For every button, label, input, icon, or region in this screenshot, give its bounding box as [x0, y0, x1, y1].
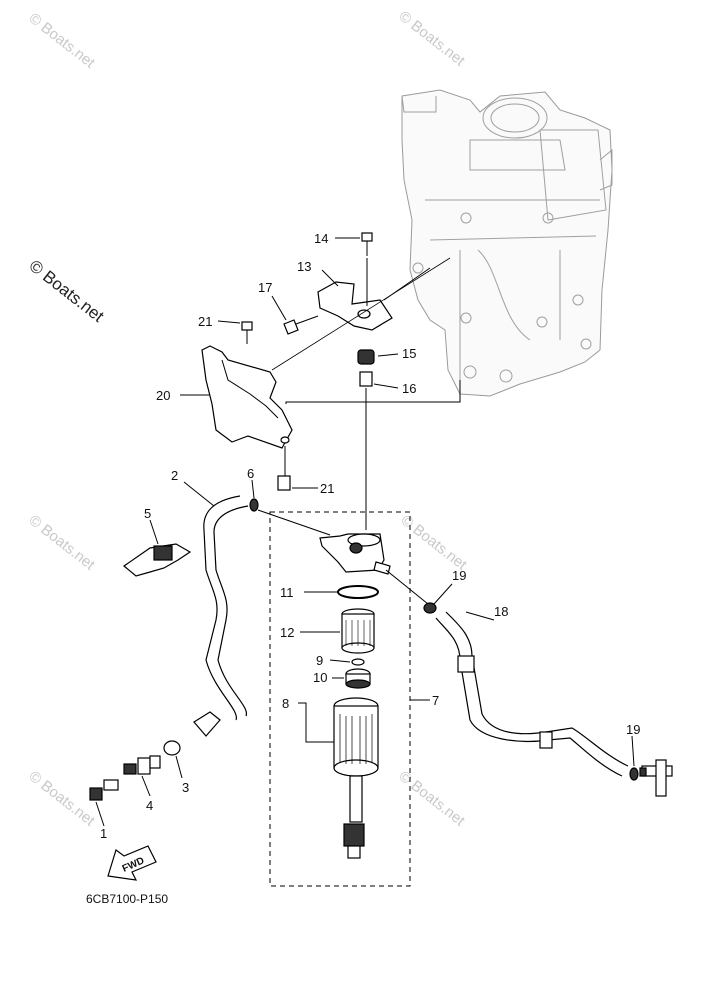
clamp-5: [123, 519, 192, 577]
filter-cap: [319, 533, 391, 575]
callout-20: 20: [156, 388, 170, 403]
hose-2: [183, 481, 249, 721]
callout-11: 11: [280, 585, 294, 600]
cover-20: [180, 345, 293, 449]
watermark: © Boats.net: [26, 768, 99, 830]
callout-10: 10: [313, 670, 327, 685]
callout-21-lower: 21: [320, 481, 334, 496]
fwd-arrow: FWD: [107, 845, 157, 881]
watermark: © Boats.net: [26, 512, 99, 574]
collar-16: [359, 371, 399, 389]
callout-13: 13: [297, 259, 311, 274]
callout-7: 7: [432, 693, 439, 708]
clip-3: [163, 740, 183, 779]
callout-19-lower: 19: [626, 722, 640, 737]
callout-6: 6: [247, 466, 254, 481]
callout-3: 3: [182, 780, 189, 795]
connector-4: [123, 755, 161, 797]
callout-4: 4: [146, 798, 153, 813]
watermark: © Boats.net: [396, 8, 469, 70]
filter-cup-8: [298, 697, 379, 859]
callout-17: 17: [258, 280, 272, 295]
callout-1: 1: [100, 826, 107, 841]
callout-15: 15: [402, 346, 416, 361]
watermark-main: © Boats.net: [26, 256, 108, 326]
grommet-15: [357, 349, 399, 365]
ring-9: [351, 658, 365, 666]
callout-19-upper: 19: [452, 568, 466, 583]
callout-16: 16: [402, 381, 416, 396]
callout-14: 14: [314, 231, 328, 246]
bolt-14: [335, 232, 373, 256]
bolt-21-lower: [277, 446, 318, 491]
o-ring-11: [337, 585, 379, 599]
clip-6: [249, 479, 259, 512]
t-joint: [639, 759, 673, 797]
clip-19-upper: [423, 583, 453, 614]
joint-1: [89, 779, 119, 827]
clip-19-lower: [629, 735, 639, 781]
callout-2: 2: [171, 468, 178, 483]
filter-assembly-box: [269, 511, 411, 887]
callout-8: 8: [282, 696, 289, 711]
watermark: © Boats.net: [398, 512, 471, 574]
hose-18: [435, 611, 629, 777]
callout-18: 18: [494, 604, 508, 619]
watermark: © Boats.net: [26, 10, 99, 72]
engine-block: [401, 89, 613, 397]
bolt-21-upper: [217, 320, 253, 344]
joint-end: [193, 711, 221, 737]
callout-5: 5: [144, 506, 151, 521]
float-10: [332, 668, 371, 689]
bolt-17: [271, 295, 319, 335]
watermark: © Boats.net: [396, 768, 469, 830]
bracket-13: [317, 258, 393, 331]
callout-21-upper: 21: [198, 314, 212, 329]
callout-9: 9: [316, 653, 323, 668]
callout-12: 12: [280, 625, 294, 640]
callout-labels: 1 2 3 4 5 6 7 8 9 10 11 12 13 14 15 16 1…: [100, 231, 640, 841]
diagram-part-code: 6CB7100-P150: [86, 892, 168, 906]
filter-element-12: [300, 608, 375, 654]
